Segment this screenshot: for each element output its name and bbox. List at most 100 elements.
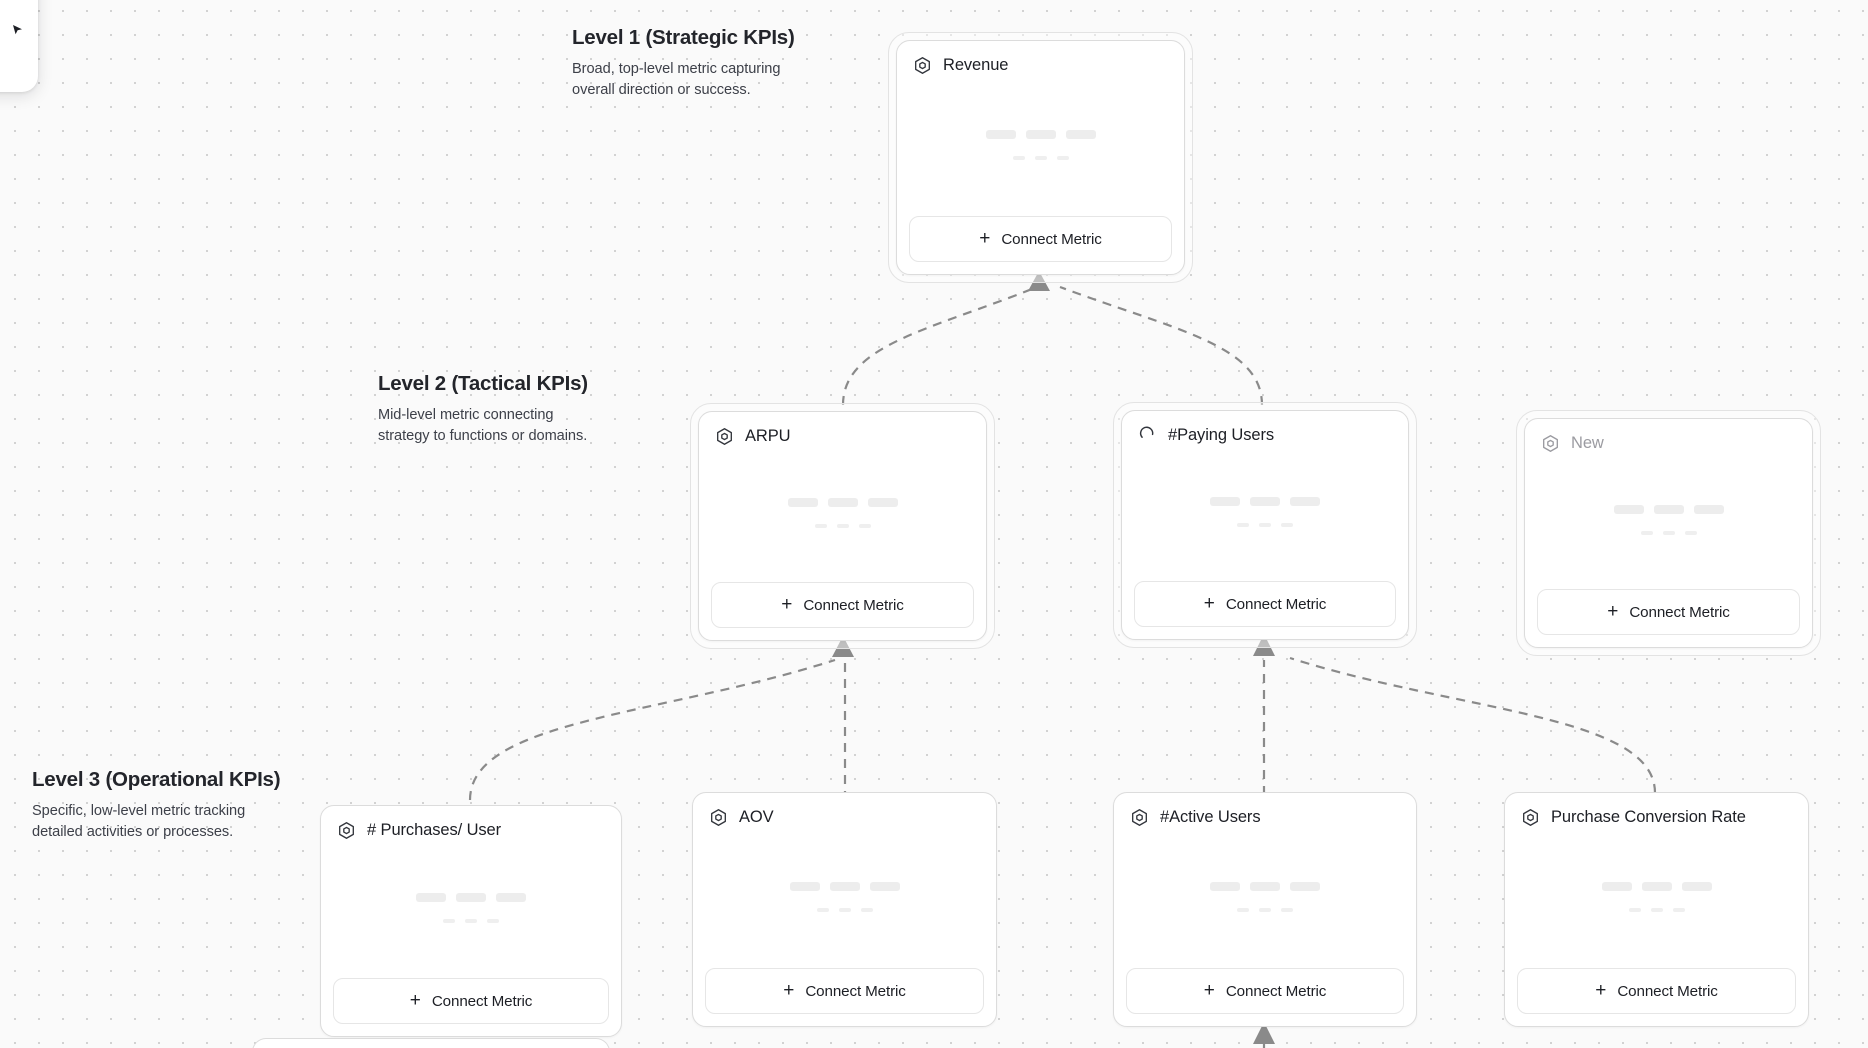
connect-metric-button-paying-users[interactable]: + Connect Metric (1134, 581, 1396, 627)
card-header-arpu: ARPU (699, 412, 986, 446)
skeleton-bar (869, 881, 900, 891)
hexagon-metric-icon (339, 822, 354, 839)
connect-metric-label: Connect Metric (1225, 982, 1327, 1000)
skeleton-row-secondary (814, 524, 871, 528)
card-skeleton-aov (693, 827, 996, 968)
connect-metric-button-purchase-conversion-rate[interactable]: + Connect Metric (1517, 968, 1796, 1014)
skeleton-bar (814, 524, 827, 528)
card-title-revenue: Revenue (943, 56, 1009, 74)
metric-card-active-users[interactable]: #Active Users + Connect Metric (1113, 792, 1417, 1027)
plus-icon: + (781, 593, 793, 615)
skeleton-bar (829, 881, 860, 891)
skeleton-bar (1650, 907, 1663, 912)
metric-card-paying-users[interactable]: #Paying Users + Connect Metric (1113, 402, 1417, 648)
metric-card-new[interactable]: New + Connect Metric (1516, 410, 1821, 656)
level-label-3: Level 3 (Operational KPIs) Specific, low… (32, 768, 302, 842)
skeleton-row-primary (1601, 881, 1712, 891)
connect-metric-label: Connect Metric (431, 992, 533, 1010)
skeleton-row-primary (416, 893, 526, 902)
connect-metric-label: Connect Metric (1629, 603, 1730, 621)
plus-icon: + (1203, 592, 1215, 614)
connect-metric-label: Connect Metric (803, 596, 904, 614)
skeleton-bar (1290, 881, 1320, 891)
edge-purchases-to-arpu (468, 636, 854, 801)
skeleton-bar (1613, 505, 1644, 514)
skeleton-bar (443, 919, 455, 923)
level-2-title: Level 2 (Tactical KPIs) (378, 372, 588, 395)
connect-metric-button-active-users[interactable]: + Connect Metric (1126, 968, 1404, 1014)
card-title-aov: AOV (739, 808, 774, 826)
skeleton-bar (1259, 907, 1271, 912)
skeleton-bar (465, 919, 477, 923)
metric-card-purchase-conversion-rate[interactable]: Purchase Conversion Rate + Connect Metri… (1504, 792, 1809, 1027)
level-3-description: Specific, low-level metric tracking deta… (32, 803, 246, 840)
connect-metric-button-new[interactable]: + Connect Metric (1537, 589, 1800, 635)
skeleton-bar (1210, 881, 1240, 891)
edge-paying-users-to-revenue (1059, 285, 1264, 406)
hexagon-metric-icon (1523, 809, 1538, 826)
card-title-purchase-conversion-rate: Purchase Conversion Rate (1551, 808, 1746, 826)
card-skeleton-purchases-per-user (321, 840, 621, 978)
skeleton-bar (860, 907, 873, 912)
metric-card-offscreen-bottom[interactable] (252, 1038, 610, 1048)
card-header-active-users: #Active Users (1114, 793, 1416, 827)
skeleton-row-secondary (1628, 907, 1685, 912)
skeleton-bar (858, 524, 871, 528)
connect-metric-label: Connect Metric (1225, 595, 1327, 613)
skeleton-row-secondary (1012, 155, 1069, 160)
spinner-loading-icon (1139, 426, 1154, 438)
level-1-description: Broad, top-level metric capturing overal… (572, 61, 781, 98)
skeleton-bar (985, 129, 1016, 139)
skeleton-row-primary (1210, 881, 1320, 891)
skeleton-bar (787, 498, 818, 507)
plus-icon: + (1607, 600, 1619, 622)
hexagon-metric-icon (717, 428, 732, 445)
skeleton-bar (1281, 907, 1293, 912)
plus-icon: + (1595, 979, 1607, 1001)
level-label-2: Level 2 (Tactical KPIs) Mid-level metric… (378, 372, 638, 446)
skeleton-bar (1210, 497, 1240, 506)
hexagon-metric-icon (915, 57, 930, 74)
hexagon-metric-icon (1132, 809, 1147, 826)
plus-icon: + (409, 989, 421, 1011)
skeleton-bar (1601, 881, 1632, 891)
skeleton-row-primary (787, 498, 898, 507)
skeleton-bar (1681, 881, 1712, 891)
card-skeleton-active-users (1114, 827, 1416, 968)
level-label-1: Level 1 (Strategic KPIs) Broad, top-leve… (572, 26, 822, 100)
level-2-description: Mid-level metric connecting strategy to … (378, 407, 588, 444)
card-title-arpu: ARPU (745, 427, 791, 445)
connect-metric-button-aov[interactable]: + Connect Metric (705, 968, 984, 1014)
skeleton-bar (1056, 155, 1069, 160)
skeleton-bar (1250, 881, 1280, 891)
skeleton-row-secondary (816, 907, 873, 912)
skeleton-row-primary (789, 881, 900, 891)
hexagon-metric-icon (1543, 435, 1558, 452)
metric-card-purchases-per-user[interactable]: # Purchases/ User + Connect Metric (320, 805, 622, 1037)
card-title-paying-users: #Paying Users (1168, 426, 1274, 444)
edge-arpu-to-revenue (841, 271, 1050, 406)
skeleton-bar (1693, 505, 1724, 514)
card-skeleton-arpu (699, 446, 986, 582)
skeleton-bar (816, 907, 829, 912)
connect-metric-button-revenue[interactable]: + Connect Metric (909, 216, 1172, 262)
skeleton-bar (1065, 129, 1096, 139)
metric-card-aov[interactable]: AOV + Connect Metric (692, 792, 997, 1027)
card-header-paying-users: #Paying Users (1122, 411, 1408, 445)
card-skeleton-paying-users (1122, 445, 1408, 581)
floating-toolbar-panel[interactable] (0, 0, 38, 92)
edge-conversion-to-paying-users (1289, 656, 1657, 794)
card-header-revenue: Revenue (897, 41, 1184, 75)
skeleton-bar (496, 893, 526, 902)
metric-card-revenue[interactable]: Revenue + Connect Metric (888, 32, 1193, 283)
card-header-purchase-conversion-rate: Purchase Conversion Rate (1505, 793, 1808, 827)
skeleton-bar (1025, 129, 1056, 139)
connect-metric-button-arpu[interactable]: + Connect Metric (711, 582, 974, 628)
skeleton-bar (1237, 523, 1249, 527)
plus-icon: + (979, 227, 991, 249)
skeleton-bar (1012, 155, 1025, 160)
level-3-title: Level 3 (Operational KPIs) (32, 768, 281, 791)
metric-card-arpu[interactable]: ARPU + Connect Metric (690, 403, 995, 649)
connect-metric-button-purchases-per-user[interactable]: + Connect Metric (333, 978, 609, 1024)
